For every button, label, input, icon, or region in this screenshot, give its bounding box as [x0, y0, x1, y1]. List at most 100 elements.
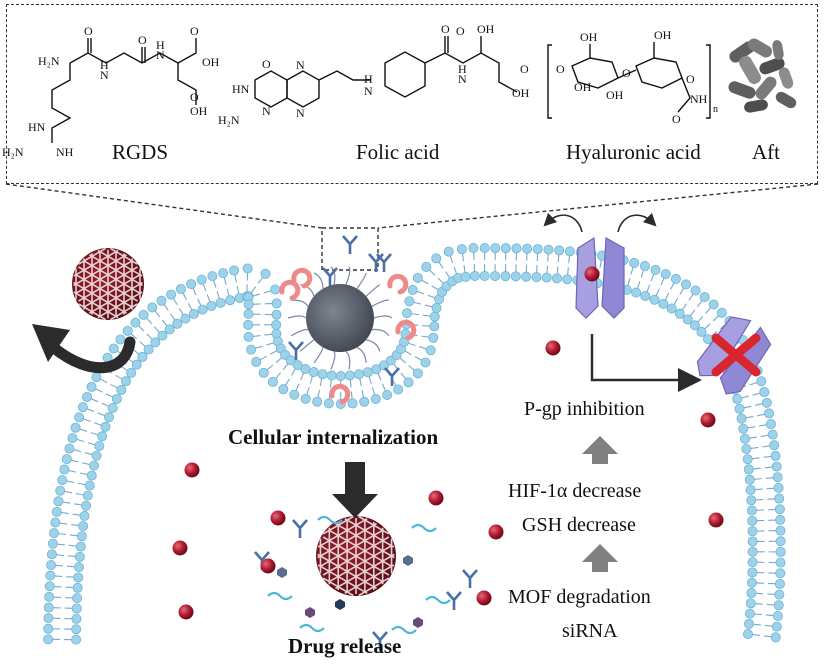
lipid-head [97, 431, 108, 442]
lipid-head [251, 356, 262, 367]
drug-molecule [270, 510, 286, 526]
atom-label: HN [232, 82, 250, 96]
lipid-head [554, 245, 565, 256]
lipid-head [164, 324, 175, 335]
lipid-head [271, 319, 282, 330]
atom-label: OH [574, 80, 592, 94]
lipid-head [425, 345, 436, 356]
aft-subunit [759, 57, 785, 75]
ligand-chain [313, 272, 324, 289]
atom-label: OH [202, 55, 220, 69]
antibody-icon [372, 631, 388, 650]
lipid-head [50, 517, 61, 528]
atom-label: OH [654, 28, 672, 42]
lipid-head [759, 387, 770, 398]
chemical-structures [51, 36, 711, 143]
lipid-head [72, 593, 83, 604]
folic-acid-structure [254, 36, 518, 108]
lipid-head [412, 272, 423, 283]
lipid-head [531, 272, 542, 283]
lipid-head [510, 271, 521, 282]
lipid-head [479, 271, 490, 282]
lipid-head [682, 314, 693, 325]
aft-subunit [744, 99, 768, 113]
lipid-head [500, 271, 511, 282]
lipid-head [660, 269, 671, 280]
atom-label: NH [56, 145, 74, 159]
lipid-head [716, 307, 727, 318]
atom-label: O [520, 62, 529, 76]
exocytosis-arrowhead [32, 324, 70, 362]
atom-label: HN [28, 120, 46, 134]
lipid-head [772, 472, 783, 483]
antibody-icon [322, 267, 338, 286]
lipid-head [197, 304, 208, 315]
ligand-chain [365, 339, 381, 352]
lattice-line [344, 564, 395, 594]
lipid-head [72, 582, 83, 593]
lipid-head [511, 243, 522, 254]
lipid-head [49, 528, 60, 539]
lipid-head [180, 313, 191, 324]
lipid-head [362, 367, 373, 378]
atom-label: O [441, 22, 450, 36]
lipid-head [431, 253, 442, 264]
lipid-head [71, 634, 82, 645]
lipid-head [746, 505, 757, 516]
lattice-line [319, 544, 385, 583]
flow-arrow-head [582, 544, 618, 562]
fragment-icon [413, 617, 423, 628]
lipid-head [775, 546, 786, 557]
lipid-head [147, 302, 158, 313]
lipid-head [323, 398, 334, 409]
atom-label: n [713, 104, 718, 115]
lipid-head [743, 464, 754, 475]
lipid-head [215, 297, 226, 308]
lattice-line [97, 291, 143, 319]
antibody-icon [288, 341, 304, 360]
lipid-head [43, 613, 54, 624]
ligand-receptor-icon [329, 383, 351, 405]
lipid-head [747, 546, 758, 557]
lipid-head [420, 357, 431, 368]
lipid-head [739, 433, 750, 444]
lipid-head [370, 394, 381, 405]
hif-decrease-label: HIF-1α decrease [508, 480, 642, 502]
lipid-head [741, 443, 752, 454]
lipid-head [172, 318, 183, 329]
lipid-head [59, 464, 70, 475]
lipid-head [131, 359, 142, 370]
lipid-head [689, 320, 700, 331]
lipid-head [116, 384, 127, 395]
lipid-head [774, 493, 785, 504]
lipid-head [775, 568, 786, 579]
lipid-head [744, 608, 755, 619]
lipid-head [156, 295, 167, 306]
lattice-line [322, 577, 354, 597]
exocytosis-arrow [48, 336, 136, 374]
lipid-head [490, 271, 501, 282]
atom-label: H [458, 62, 467, 76]
lipid-head [196, 274, 207, 285]
lipid-head [243, 309, 254, 320]
lipid-head [734, 403, 745, 414]
lattice-line [358, 577, 390, 597]
lipid-head [218, 268, 229, 279]
sirna-strand-icon [317, 515, 343, 525]
hyaluronic-acid-structure [547, 42, 711, 119]
atom-label: H [364, 72, 373, 86]
lipid-head [649, 294, 660, 305]
atom-label: OH [580, 30, 598, 44]
drug-molecule [172, 540, 188, 556]
lipid-head [188, 308, 199, 319]
ligand-chain [373, 315, 393, 319]
antibody-icon [342, 235, 358, 254]
lipid-head [207, 271, 218, 282]
atom-label: N [262, 104, 271, 118]
lipid-head [126, 367, 137, 378]
ligand-chain [291, 299, 309, 307]
ligand-chain [330, 351, 336, 370]
lattice-line [73, 291, 119, 319]
mof-nanoparticle-released [316, 515, 396, 597]
atom-label: O [456, 24, 465, 38]
